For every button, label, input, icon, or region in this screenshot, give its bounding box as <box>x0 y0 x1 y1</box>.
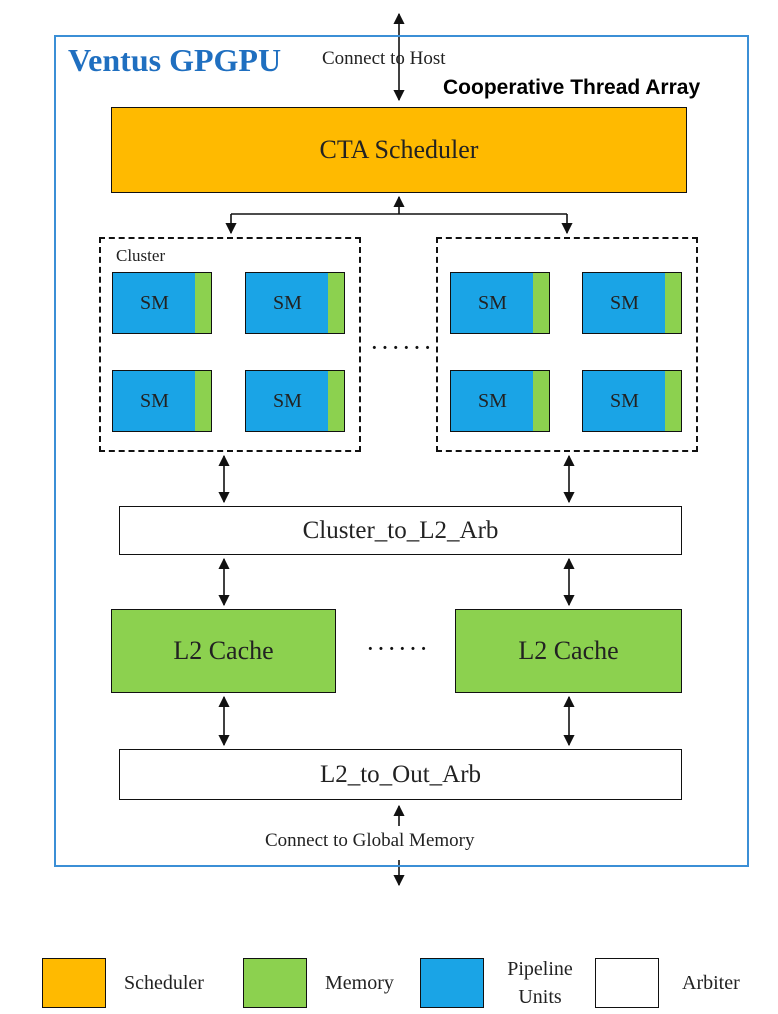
sm-label: SM <box>451 371 535 431</box>
legend-swatch-memory <box>243 958 307 1008</box>
cluster-to-l2-arbiter-label: Cluster_to_L2_Arb <box>302 516 499 544</box>
sm-block: SM <box>245 272 345 334</box>
pipeline-unit <box>665 273 681 333</box>
cluster-label: Cluster <box>116 246 166 265</box>
sm-block: SM <box>450 370 550 432</box>
legend-label-scheduler: Scheduler <box>124 972 204 994</box>
sm-label: SM <box>246 273 330 333</box>
diagram-title: Ventus GPGPU <box>68 42 282 78</box>
legend-swatch-arbiter <box>595 958 659 1008</box>
cluster-left <box>99 237 361 452</box>
l2-cache-left: L2 Cache <box>111 609 336 693</box>
pipeline-unit <box>533 273 549 333</box>
sm-block: SM <box>245 370 345 432</box>
legend-label-arbiter: Arbiter <box>682 972 740 994</box>
sm-block: SM <box>582 272 682 334</box>
legend-label-pipeline: Pipeline Units <box>507 958 573 1008</box>
pipeline-unit <box>533 371 549 431</box>
cta-expansion-label: Cooperative Thread Array <box>443 76 701 99</box>
legend-swatch-pipeline <box>420 958 484 1008</box>
cluster-to-l2-arbiter: Cluster_to_L2_Arb <box>119 506 682 555</box>
cta-scheduler-label: CTA Scheduler <box>319 135 479 164</box>
l2-cache-right: L2 Cache <box>455 609 682 693</box>
gpgpu-boundary <box>54 35 749 867</box>
sm-block: SM <box>112 370 212 432</box>
pipeline-unit <box>195 273 211 333</box>
sm-label: SM <box>113 371 197 431</box>
sm-block: SM <box>582 370 682 432</box>
l2-to-out-arbiter: L2_to_Out_Arb <box>119 749 682 800</box>
sm-label: SM <box>451 273 535 333</box>
pipeline-unit <box>665 371 681 431</box>
global-memory-label: Connect to Global Memory <box>265 830 475 851</box>
legend-label-memory: Memory <box>325 972 394 994</box>
sm-label: SM <box>113 273 197 333</box>
sm-label: SM <box>246 371 330 431</box>
l2-to-out-arbiter-label: L2_to_Out_Arb <box>319 760 482 788</box>
cluster-right <box>436 237 698 452</box>
l2-ellipsis: ······ <box>366 634 430 663</box>
sm-label: SM <box>583 273 667 333</box>
cluster-ellipsis: ······ <box>370 333 434 362</box>
pipeline-unit <box>328 371 344 431</box>
host-connection-label: Connect to Host <box>322 48 446 69</box>
sm-label: SM <box>583 371 667 431</box>
l2-cache-label: L2 Cache <box>173 636 274 665</box>
sm-block: SM <box>112 272 212 334</box>
cta-scheduler-block: CTA Scheduler <box>111 107 687 193</box>
pipeline-unit <box>328 273 344 333</box>
sm-block: SM <box>450 272 550 334</box>
l2-cache-label: L2 Cache <box>518 636 619 665</box>
legend-swatch-scheduler <box>42 958 106 1008</box>
pipeline-unit <box>195 371 211 431</box>
